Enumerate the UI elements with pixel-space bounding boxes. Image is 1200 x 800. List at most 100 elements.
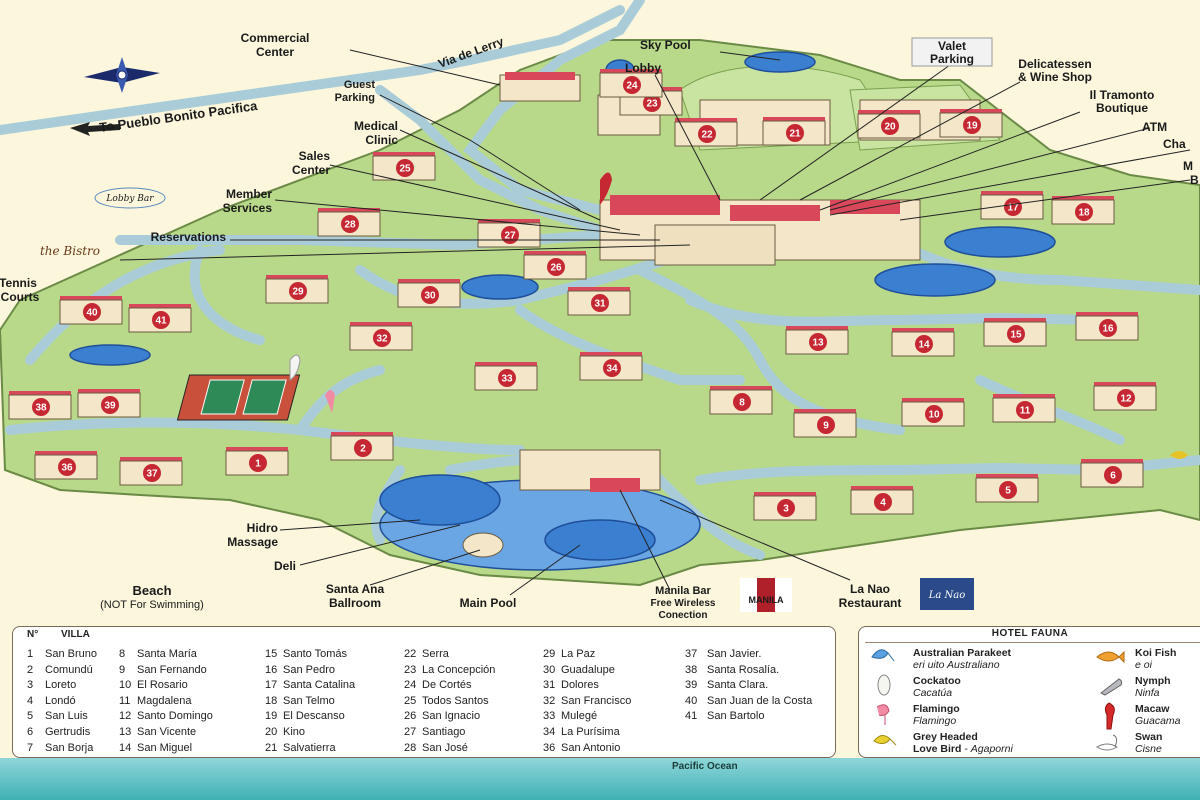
villa-marker[interactable]: 19 <box>939 109 1003 138</box>
villa-number-marker <box>143 464 161 482</box>
villa-marker[interactable]: 24 <box>599 69 663 98</box>
villa-roof <box>475 362 537 368</box>
villa-name: San Fernando <box>137 663 207 676</box>
villa-marker[interactable]: 13 <box>785 326 849 355</box>
villa-marker[interactable]: 39 <box>77 389 141 418</box>
villa-number-marker <box>1099 319 1117 337</box>
villa-marker[interactable]: 31 <box>567 287 631 316</box>
villa-marker[interactable]: 22 <box>674 118 738 147</box>
villa-legend-row: 28 San José <box>404 741 495 757</box>
villa-marker[interactable]: 18 <box>1051 196 1115 225</box>
villa-number-label: 33 <box>501 374 513 385</box>
villa-number-label: 10 <box>928 410 940 421</box>
villa-marker[interactable]: 1 <box>225 447 289 476</box>
svg-text:Lobby Bar: Lobby Bar <box>105 194 154 204</box>
villa-name: San Juan de la Costa <box>707 694 813 707</box>
villa-number-label: 12 <box>1120 394 1132 405</box>
villa-marker[interactable]: 10 <box>901 398 965 427</box>
label-main-pool: Main Pool <box>460 596 517 610</box>
villa-marker[interactable]: 3 <box>753 492 817 521</box>
villa-marker[interactable]: 16 <box>1075 312 1139 341</box>
villa-marker[interactable]: 8 <box>709 386 773 415</box>
villa-number: 1 <box>27 648 34 660</box>
villa-number: 32 <box>543 694 556 707</box>
villa-marker[interactable]: 12 <box>1093 382 1157 411</box>
villa-name: La Concepción <box>422 663 496 676</box>
villa-marker[interactable]: 20 <box>857 110 921 139</box>
villa-marker[interactable]: 21 <box>762 117 826 146</box>
villa-marker[interactable]: 32 <box>349 322 413 351</box>
villa-name: Magdalena <box>137 694 192 707</box>
label-delicatessen: Delicatessen <box>1018 57 1091 71</box>
villa-number-label: 16 <box>1102 324 1114 335</box>
villa-number-marker <box>421 286 439 304</box>
villa-marker[interactable]: 4 <box>850 486 914 515</box>
villa-name: San Antonio <box>561 741 621 754</box>
villa-marker[interactable]: 41 <box>128 304 192 333</box>
villa-name: San Telmo <box>283 694 335 707</box>
villa-number-marker <box>1104 466 1122 484</box>
villa-marker[interactable]: 25 <box>372 152 436 181</box>
villa-marker[interactable]: 37 <box>119 457 183 486</box>
villa-marker[interactable]: 34 <box>579 352 643 381</box>
villa-marker[interactable]: 40 <box>59 296 123 325</box>
ponds <box>69 51 1056 571</box>
villa-roof <box>129 304 191 310</box>
villa-roof <box>35 451 97 457</box>
villa-marker[interactable]: 27 <box>477 219 541 248</box>
villa-marker[interactable]: 6 <box>1080 459 1144 488</box>
villa-number-marker <box>32 398 50 416</box>
villa-roof <box>398 279 460 285</box>
villa-roof <box>568 287 630 293</box>
villa-name: Santa Clara. <box>707 679 769 692</box>
villa-marker[interactable]: 26 <box>523 251 587 280</box>
villa-marker[interactable]: 14 <box>891 328 955 357</box>
label-reservations: Reservations <box>151 230 227 244</box>
villa-marker[interactable]: 5 <box>975 474 1039 503</box>
villa-number-marker <box>881 117 899 135</box>
villa-marker[interactable]: 15 <box>983 318 1047 347</box>
macaw-icon <box>1104 702 1115 730</box>
villa-marker[interactable]: 28 <box>317 208 381 237</box>
villa-number: 24 <box>404 679 417 692</box>
villa-marker[interactable]: 11 <box>992 394 1056 423</box>
villa-roof <box>794 409 856 415</box>
villa-marker[interactable]: 29 <box>265 275 329 304</box>
villa-marker[interactable]: 30 <box>397 279 461 308</box>
villa-header-no: N° <box>27 629 39 640</box>
villa-marker[interactable]: 33 <box>474 362 538 391</box>
villa-roof <box>1094 382 1156 388</box>
villa-marker[interactable]: 36 <box>34 451 98 480</box>
villa-name: Gertrudis <box>45 725 91 738</box>
villa-name: San José <box>422 741 468 754</box>
villa-number-label: 15 <box>1010 330 1022 341</box>
villa-number-marker <box>786 124 804 142</box>
villa-name: De Cortés <box>422 679 472 692</box>
villa-name: El Rosario <box>137 679 188 692</box>
villa-marker[interactable]: 2 <box>330 432 394 461</box>
villa-name: Salvatierra <box>283 741 336 754</box>
villa-marker[interactable]: 17 <box>980 191 1044 220</box>
villa-marker[interactable]: 38 <box>8 391 72 420</box>
villa-number: 28 <box>404 741 417 754</box>
villa-number: 2 <box>27 663 34 676</box>
villa-marker[interactable]: 9 <box>793 409 857 438</box>
